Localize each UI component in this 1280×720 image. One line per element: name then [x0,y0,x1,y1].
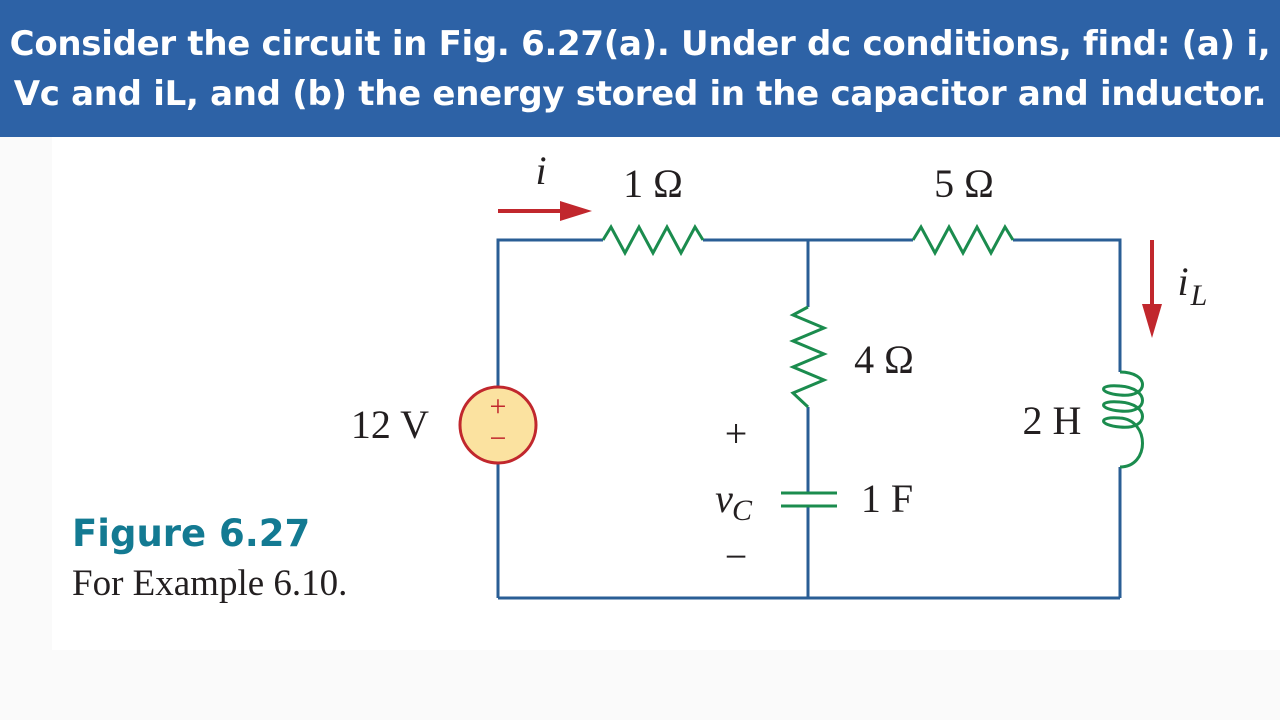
capacitor-icon [781,491,837,508]
voltage-source-label: 12 V [351,402,429,447]
resistor-5ohm-label: 5 Ω [934,161,994,206]
inductor-icon [1102,370,1144,469]
question-line-2: Vc and iL, and (b) the energy stored in … [13,73,1267,114]
resistor-1ohm [601,223,705,257]
question-banner: Consider the circuit in Fig. 6.27(a). Un… [0,0,1280,137]
vc-label: v [715,476,733,521]
source-minus-sign: − [490,422,507,455]
voltage-source-icon [458,385,538,465]
resistor-4ohm-label: 4 Ω [854,337,914,382]
figure-title: Figure 6.27 [72,512,311,555]
resistor-4ohm [789,305,828,409]
current-i-arrow-icon [498,201,592,221]
wire-right-top [1013,238,1122,372]
inductor-label: 2 H [1023,398,1082,443]
vc-plus-sign: + [725,411,748,456]
source-plus-sign: + [490,390,507,423]
il-label: i [1177,259,1188,304]
resistor-5ohm [911,223,1015,257]
vc-minus-sign: − [725,534,748,579]
wire-left-top [496,238,603,390]
capacitor-label: 1 F [861,476,913,521]
wires [496,238,1122,600]
il-subscript: L [1190,279,1208,312]
figure-panel [52,137,1280,650]
question-line-1: Consider the circuit in Fig. 6.27(a). Un… [9,23,1271,64]
vc-subscript: C [732,494,753,527]
figure-caption: For Example 6.10. [72,563,348,604]
resistor-1ohm-label: 1 Ω [623,161,683,206]
current-il-arrow-icon [1142,240,1162,338]
current-i-label: i [535,148,546,193]
